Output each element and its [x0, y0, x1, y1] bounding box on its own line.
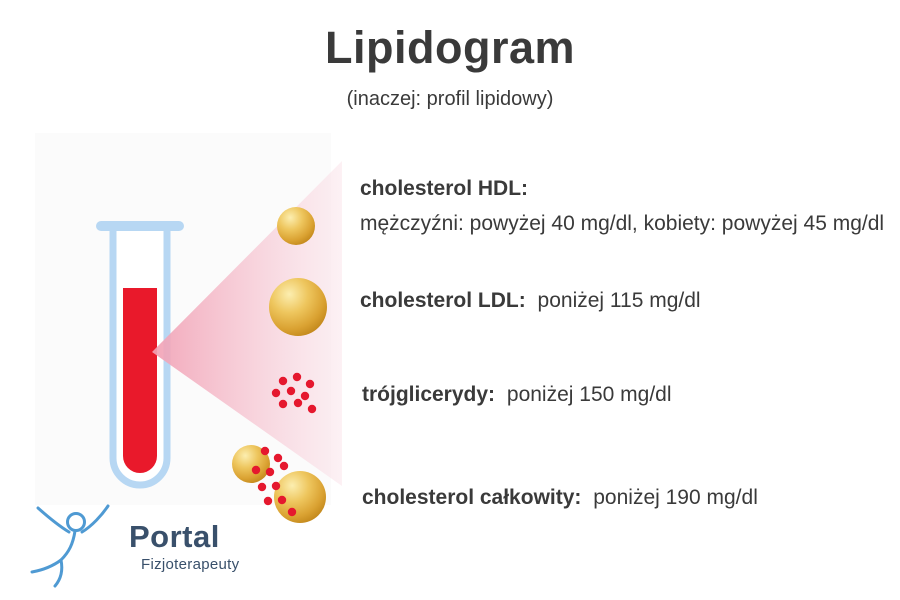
entry-cholesterol-hdl: cholesterol HDL: mężczyźni: powyżej 40 m…	[360, 171, 884, 241]
entry-triglycerides: trójglicerydy: poniżej 150 mg/dl	[362, 383, 672, 407]
page-title: Lipidogram	[325, 22, 575, 73]
entry-cholesterol-ldl: cholesterol LDL: poniżej 115 mg/dl	[360, 289, 701, 313]
page-subtitle: (inaczej: profil lipidowy)	[346, 88, 554, 110]
entry-label: cholesterol HDL:	[360, 177, 529, 200]
entry-value: poniżej 150 mg/dl	[506, 383, 672, 406]
entry-value: mężczyźni: powyżej 40 mg/dl, kobiety: po…	[360, 212, 885, 235]
blood-sample	[123, 288, 157, 473]
entry-label: cholesterol całkowity:	[362, 486, 582, 509]
logo-name: Portal	[129, 519, 220, 554]
entry-value: poniżej 115 mg/dl	[537, 289, 701, 312]
person-logo-icon	[30, 504, 110, 588]
entry-cholesterol-total: cholesterol całkowity: poniżej 190 mg/dl	[362, 486, 758, 510]
triglyceride-dots-bottom	[251, 446, 297, 517]
cholesterol-sphere-ldl	[269, 278, 327, 336]
entry-value: poniżej 190 mg/dl	[593, 486, 758, 509]
entry-label: trójglicerydy:	[362, 383, 496, 406]
test-tube-icon	[96, 221, 184, 489]
cholesterol-sphere-large	[274, 471, 326, 523]
triglyceride-dots	[271, 372, 317, 414]
entry-label: cholesterol LDL:	[360, 289, 526, 312]
logo-subtitle: Fizjoterapeuty	[141, 556, 240, 573]
cholesterol-sphere-small	[232, 445, 270, 483]
cholesterol-sphere-hdl	[277, 207, 315, 245]
